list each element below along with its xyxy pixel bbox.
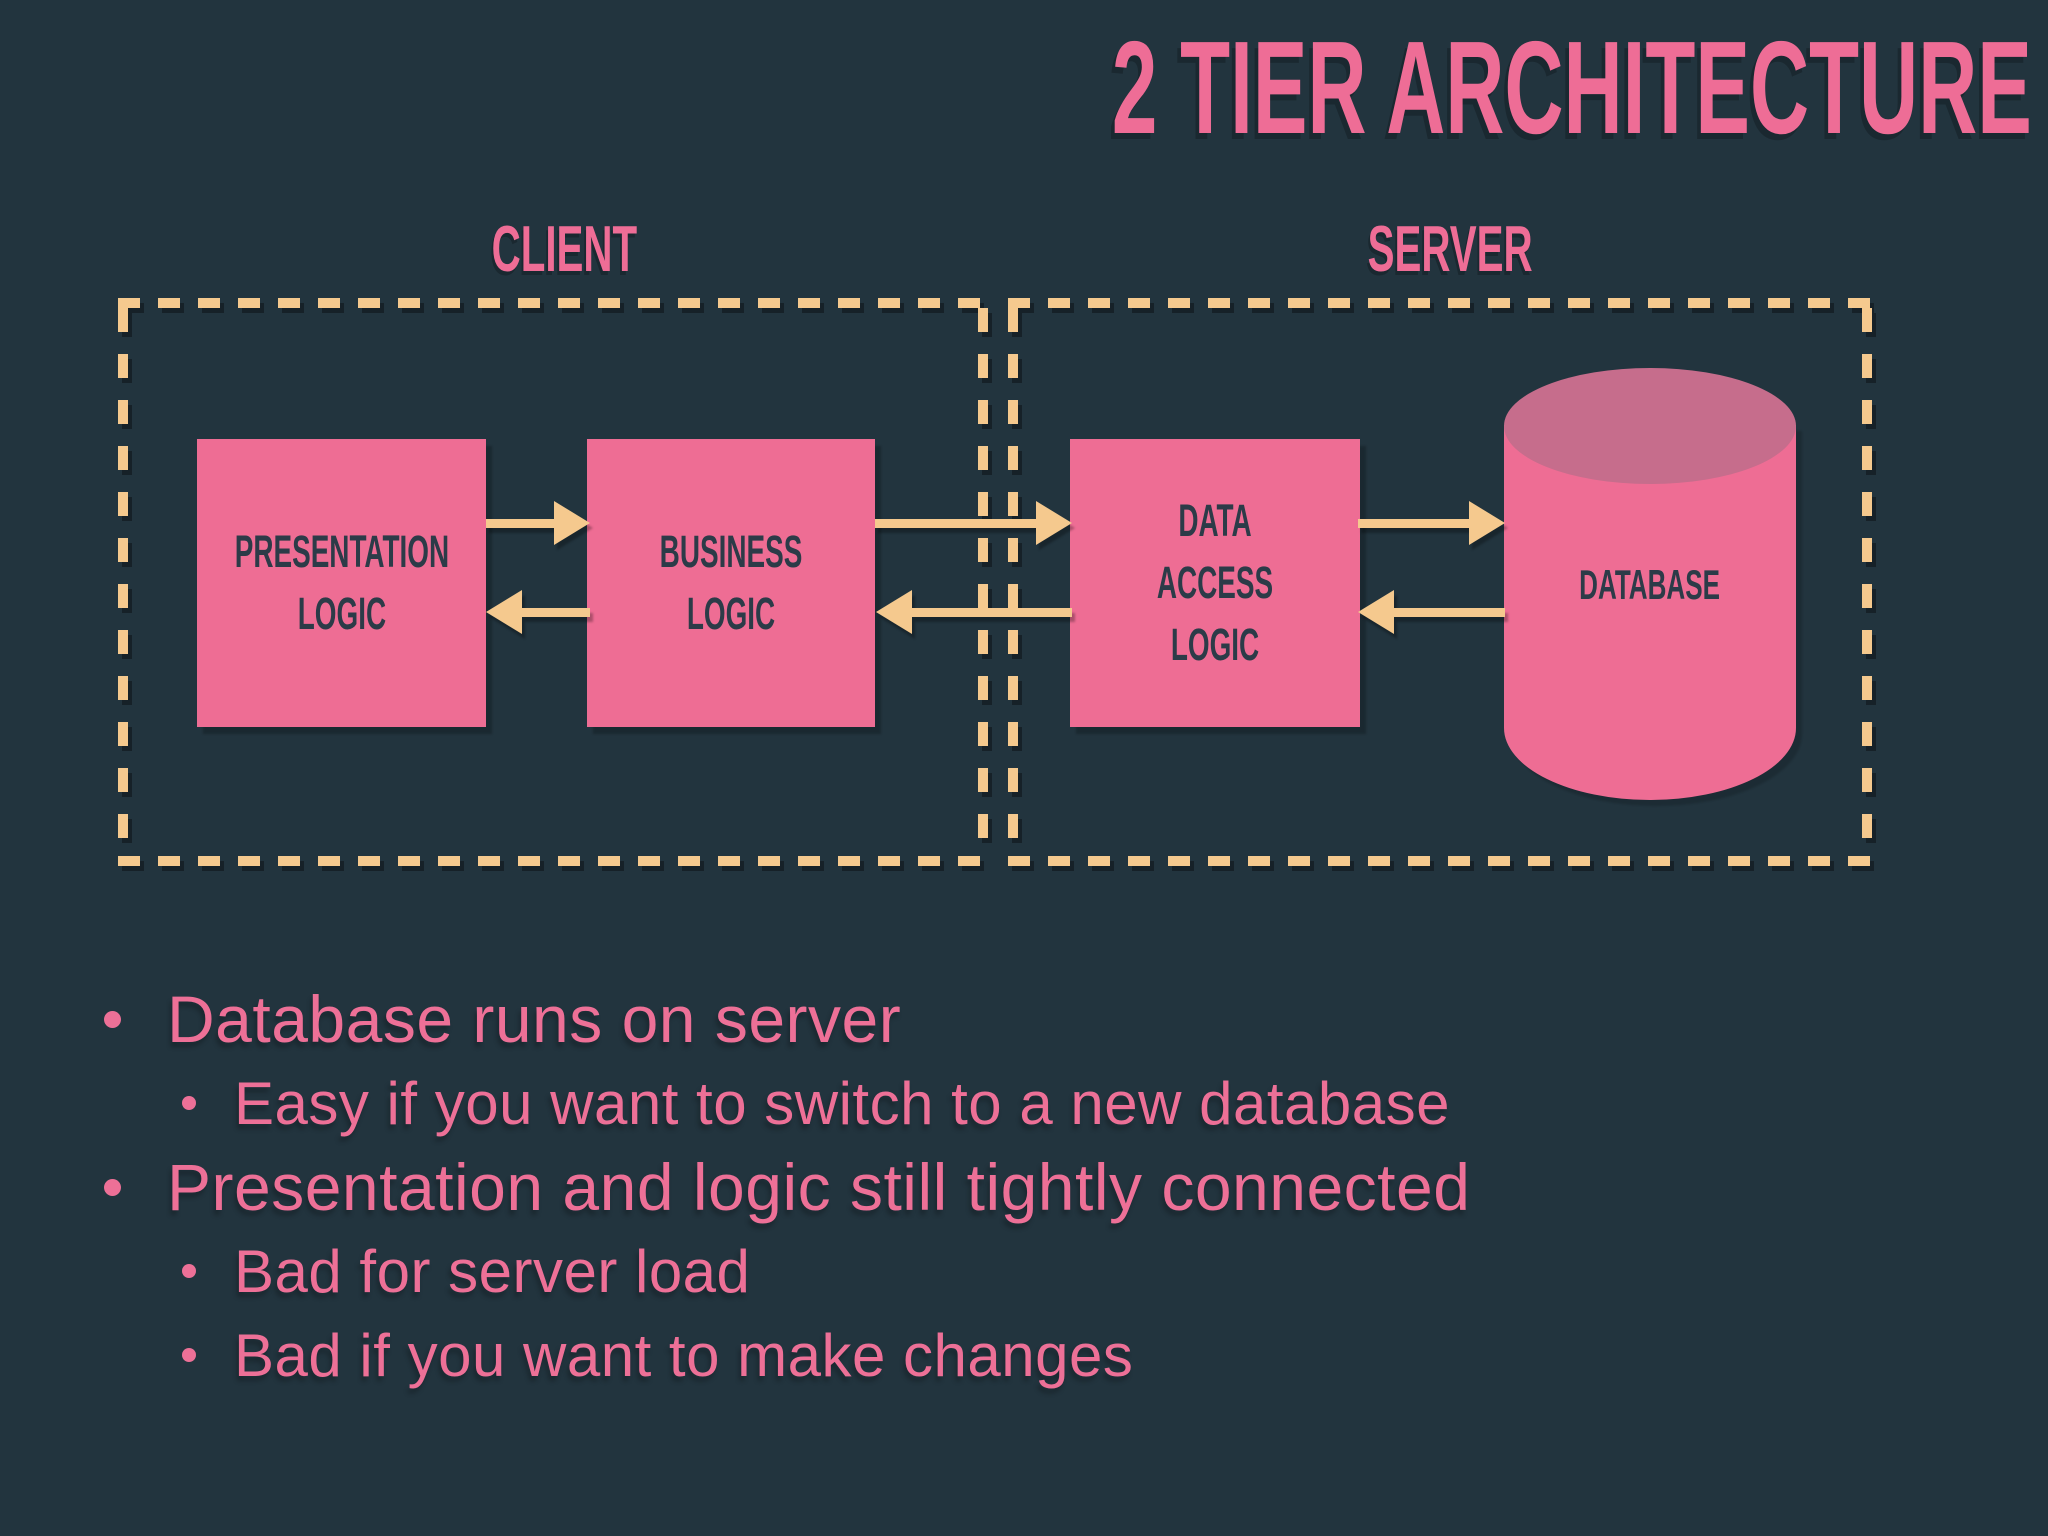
node-presentation-logic: PRESENTATION LOGIC (197, 439, 486, 727)
server-boundary-bottom (1008, 856, 1872, 866)
client-boundary-right (978, 308, 988, 856)
arrow-shaft (875, 518, 1036, 528)
database-cylinder-top-icon (1504, 368, 1796, 484)
arrow-right-icon-dataaccess-to-database (1358, 501, 1505, 545)
arrow-shaft (1394, 607, 1505, 617)
bullet-dot-icon (182, 1264, 196, 1278)
arrow-shaft (522, 607, 590, 617)
bullet-dot-icon (104, 1010, 121, 1028)
arrow-right-icon-business-to-dataaccess (875, 501, 1072, 545)
arrow-left-icon-dataaccess-to-business (876, 590, 1072, 634)
server-tier-label: SERVER (1367, 212, 1533, 285)
bullet-list: Database runs on server Easy if you want… (96, 977, 1946, 1397)
bullet-text: Database runs on server (167, 982, 902, 1056)
list-item: Bad for server load (96, 1229, 1946, 1313)
page-title-text: 2 TIER ARCHITECTURE (1112, 14, 2032, 161)
arrow-shaft (1358, 518, 1469, 528)
arrow-left-icon-database-to-dataaccess (1358, 590, 1505, 634)
list-item: Easy if you want to switch to a new data… (96, 1061, 1946, 1145)
data-access-logic-label: DATA ACCESS LOGIC (1156, 494, 1274, 671)
node-business-logic: BUSINESS LOGIC (587, 439, 875, 727)
list-item: Presentation and logic still tightly con… (96, 1145, 1946, 1229)
arrow-head (486, 590, 522, 634)
bullet-text: Presentation and logic still tightly con… (167, 1150, 1471, 1224)
bullet-dot-icon (182, 1348, 196, 1362)
arrow-head (1358, 590, 1394, 634)
bullet-text: Bad if you want to make changes (234, 1321, 1134, 1389)
server-boundary-right (1862, 308, 1872, 856)
arrow-head (554, 501, 590, 545)
arrow-head (876, 590, 912, 634)
arrow-head (1036, 501, 1072, 545)
bullet-text: Bad for server load (234, 1237, 751, 1305)
database-label-wrap: DATABASE (1504, 564, 1796, 606)
client-boundary-top (118, 298, 988, 308)
page-title: 2 TIER ARCHITECTURE (548, 22, 2032, 154)
server-boundary-top (1008, 298, 1872, 308)
node-data-access-logic: DATA ACCESS LOGIC (1070, 439, 1360, 727)
database-label: DATABASE (1579, 561, 1721, 608)
arrow-shaft (912, 607, 1072, 617)
list-item: Bad if you want to make changes (96, 1313, 1946, 1397)
bullet-dot-icon (182, 1096, 196, 1110)
bullet-text: Easy if you want to switch to a new data… (234, 1069, 1450, 1137)
arrow-head (1469, 501, 1505, 545)
node-database: DATABASE (1504, 368, 1796, 800)
arrow-right-icon-presentation-to-business (486, 501, 590, 545)
server-boundary-left (1008, 308, 1018, 856)
client-boundary-left (118, 308, 128, 856)
business-logic-label: BUSINESS LOGIC (659, 525, 803, 639)
client-boundary-bottom (118, 856, 988, 866)
client-tier-label: CLIENT (491, 212, 637, 285)
arrow-left-icon-business-to-presentation (486, 590, 590, 634)
database-cylinder-body (1504, 425, 1796, 800)
bullet-dot-icon (104, 1178, 121, 1196)
presentation-logic-label: PRESENTATION LOGIC (234, 525, 449, 639)
arrow-shaft (486, 518, 554, 528)
list-item: Database runs on server (96, 977, 1946, 1061)
